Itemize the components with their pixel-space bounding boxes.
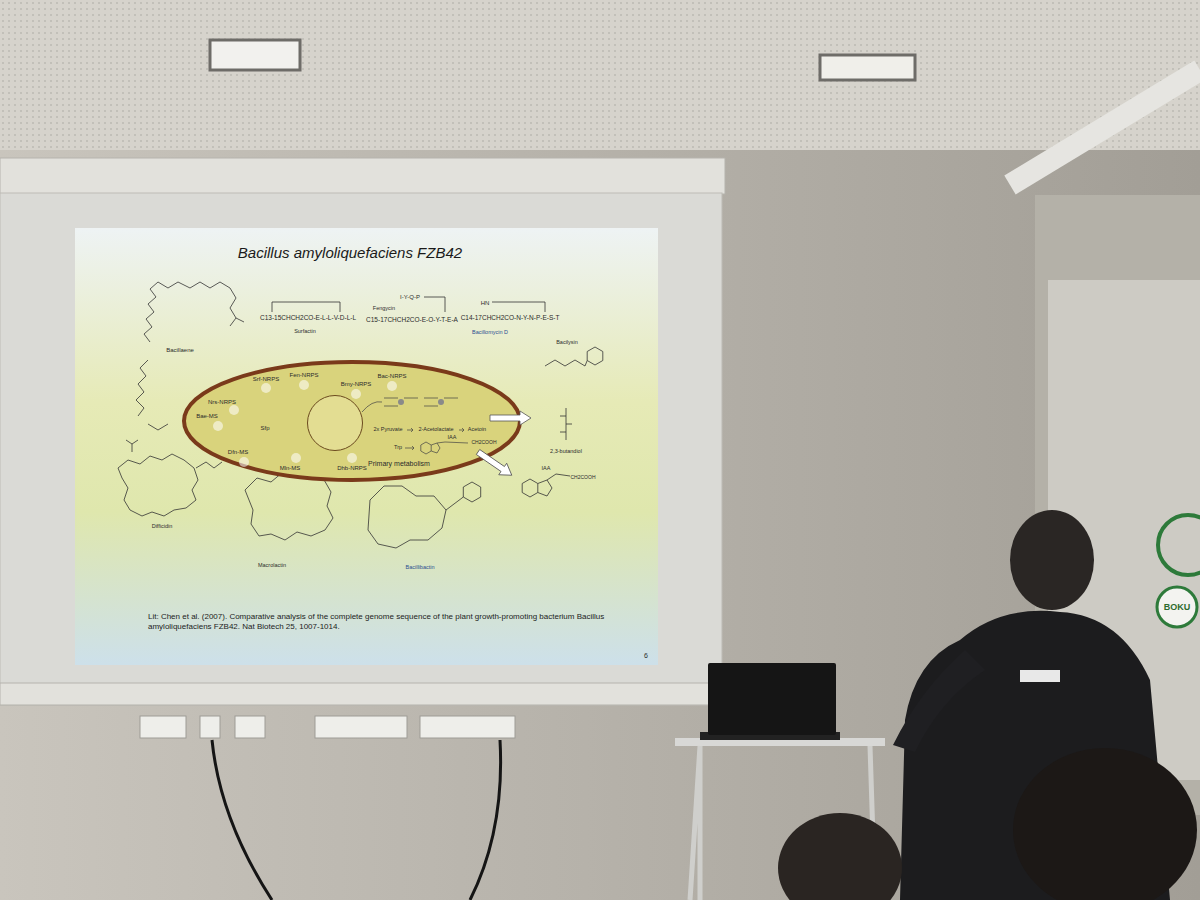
atom-label: CH2COOH [570, 475, 595, 480]
pathway-sketch [405, 446, 414, 450]
page-number: 6 [644, 652, 648, 659]
vesicle [261, 383, 271, 393]
illustration-part [200, 716, 220, 738]
enzyme-label: Dfn-MS [228, 449, 248, 455]
illustration-part [235, 716, 265, 738]
audience-head [1013, 748, 1197, 900]
vesicle [351, 389, 361, 399]
slide-title: Bacillus amyloliquefaciens FZB42 [238, 245, 462, 260]
export-arrow [474, 446, 516, 481]
enzyme-label: Sfp [260, 425, 269, 432]
audience-head [778, 813, 902, 900]
enzyme-label: Bae-MS [196, 413, 218, 419]
enzyme-label: Nrs-NRPS [208, 399, 236, 405]
structure-name: Surfactin [294, 329, 316, 335]
metabolism-circle: Primary metabolism [307, 395, 363, 451]
name-badge [1020, 670, 1060, 682]
circle-label: Primary metabolism [368, 460, 414, 468]
structure-name: Difficidin [152, 524, 173, 530]
structure-name: 2,3-butandiol [550, 449, 582, 455]
slide [75, 228, 658, 665]
screen-housing [0, 158, 725, 194]
pathway-sketch [459, 428, 464, 432]
chemical-structures [118, 282, 603, 548]
vesicle [291, 453, 301, 463]
atom-label: CH2COOH [471, 440, 496, 445]
illustration-part [560, 408, 572, 440]
metabolite-label: Acetoin [468, 427, 486, 433]
illustration-part [538, 474, 570, 496]
illustration-part [140, 716, 186, 738]
vesicle [387, 381, 397, 391]
enzyme-label: Mln-MS [280, 465, 301, 471]
cable [470, 740, 501, 900]
ceiling [0, 0, 1200, 150]
screen-roller [1010, 70, 1200, 185]
illustration-part [272, 302, 340, 312]
pathway-sketch [384, 398, 458, 406]
enzyme-dot [398, 399, 404, 405]
structure-name: Bacilysin [556, 340, 578, 346]
atom-label: HN [481, 300, 490, 306]
illustration-part [492, 302, 545, 312]
projection-screen [0, 193, 722, 705]
cell-membrane [184, 362, 520, 480]
pathway-sketch [362, 402, 382, 412]
metabolite-label: 2-Acetolactate [418, 427, 453, 433]
enzyme-label: Fen-NRPS [289, 372, 318, 378]
structure-name: Bacillaene [166, 347, 194, 353]
export-arrow [490, 411, 531, 425]
vesicle [229, 405, 239, 415]
illustration-part [420, 716, 515, 738]
logo-ring [1158, 515, 1200, 575]
peptide-sequence: C13-15CHCH2CO-E-L-L-V-D-L-L [260, 315, 356, 322]
illustration-part [463, 482, 480, 502]
peptide-sequence: I-Y-Q-P [400, 294, 420, 300]
metabolite-label: Trp [394, 445, 402, 451]
vesicle [347, 453, 357, 463]
enzyme-label: Dhb-NRPS [337, 465, 367, 471]
structure-name: IAA [542, 466, 551, 472]
peptide-sequence: C14-17CHCH2CO-N-Y-N-P-E-S-T [461, 315, 560, 322]
vesicle [299, 380, 309, 390]
vesicle [213, 421, 223, 431]
pathway-sketch [407, 428, 413, 432]
cell-contents [213, 380, 531, 481]
illustration-part [424, 297, 445, 312]
metabolite-label: IAA [448, 435, 457, 441]
logo-disc [1157, 587, 1197, 627]
logo-text: BOKU [1164, 603, 1191, 612]
illustration-part [545, 360, 587, 366]
enzyme-label: Srf-NRPS [253, 376, 279, 382]
laptop-lid [708, 663, 836, 735]
presenter-arm [893, 650, 985, 752]
enzyme-label: Bac-NRPS [377, 373, 406, 379]
structure-name: Fengycin [373, 306, 395, 312]
peptide-sequence: C15-17CHCH2CO-E-O-Y-T-E-A [366, 317, 458, 324]
metabolite-label: 2x Pyruvate [373, 427, 402, 433]
wall-sockets [140, 716, 515, 738]
screen-bottom-bar [0, 683, 720, 705]
illustration-part [587, 347, 603, 365]
structure-name: Macrolactin [258, 563, 286, 569]
ceiling-vent [820, 55, 915, 80]
ceiling-texture [0, 0, 1200, 150]
illustration-part [315, 716, 407, 738]
illustration-part [522, 479, 538, 497]
pathway-sketch [421, 442, 468, 454]
ceiling-vent [210, 40, 300, 70]
bacterial-cell: SfpPrimary metabolism [182, 360, 522, 482]
enzyme-dot [438, 399, 444, 405]
cable [212, 740, 272, 900]
citation: Lit: Chen et al. (2007). Comparative ana… [148, 612, 628, 632]
vesicle [239, 457, 249, 467]
structure-name: Bacillomycin D [472, 330, 508, 336]
presenter-head [1010, 510, 1094, 610]
structure-name: Bacillibactin [405, 565, 434, 571]
enzyme-label: Bmy-NRPS [341, 381, 372, 387]
illustration-part [368, 486, 463, 548]
